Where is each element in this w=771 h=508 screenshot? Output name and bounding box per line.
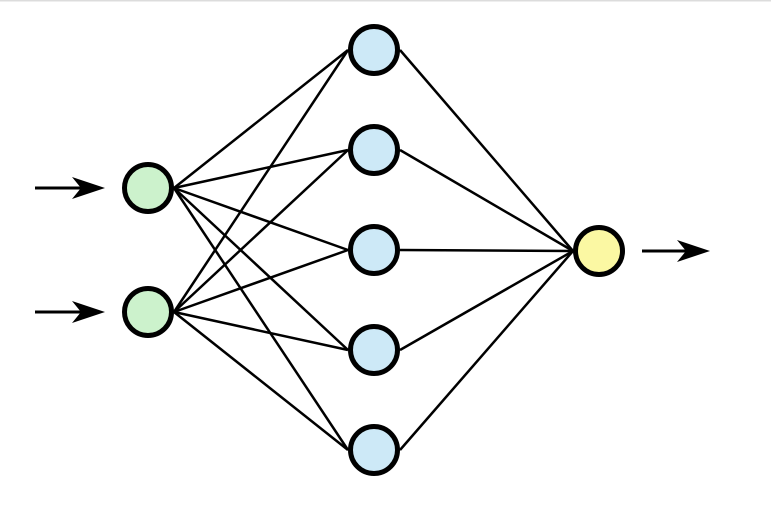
edge-input-node-2-to-hidden-node-4 [173,310,349,352]
edge-input-node-2-to-hidden-node-1 [172,49,350,313]
top-border-line [0,0,771,2]
input-node-2 [122,286,174,338]
hidden-node-3 [348,224,400,276]
edge-hidden-node-4-to-output-node-1 [399,249,574,352]
edge-hidden-node-3-to-output-node-1 [399,248,574,253]
input-arrow-2-head [72,301,105,323]
input-arrow-1-head [72,177,105,199]
edge-input-node-1-to-hidden-node-1 [173,49,349,189]
edge-input-node-1-to-hidden-node-4 [173,187,349,351]
hidden-node-5 [348,424,400,476]
hidden-node-4 [348,324,400,376]
hidden-node-2 [348,124,400,176]
edge-input-node-1-to-hidden-node-2 [173,148,349,190]
edge-input-node-1-to-hidden-node-5 [172,187,350,451]
edge-input-node-2-to-hidden-node-2 [173,149,349,313]
hidden-node-1 [348,24,400,76]
edge-input-node-1-to-hidden-node-3 [173,186,349,252]
output-node-1 [573,225,625,277]
input-node-1 [122,162,174,214]
edge-input-node-2-to-hidden-node-3 [173,248,349,314]
edge-hidden-node-1-to-output-node-1 [399,49,574,252]
edge-hidden-node-5-to-output-node-1 [399,250,574,451]
edge-input-node-2-to-hidden-node-5 [173,311,349,451]
output-arrow-head [677,240,710,262]
edge-hidden-node-2-to-output-node-1 [399,148,574,253]
